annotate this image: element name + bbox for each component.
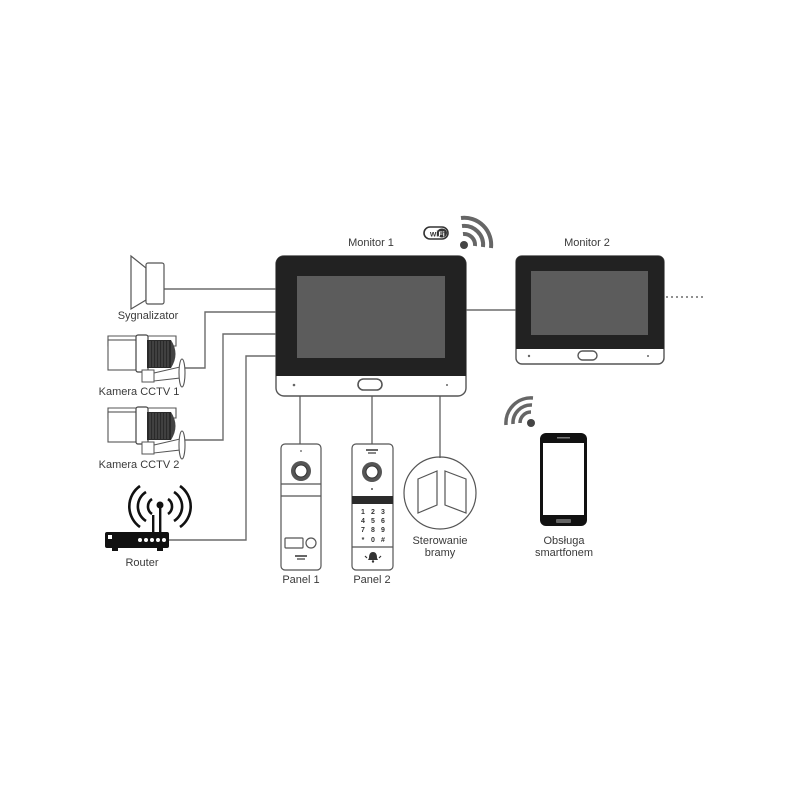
monitor1-home-button [357, 378, 383, 391]
svg-text:9: 9 [381, 527, 385, 534]
signaller-label: Sygnalizator [117, 310, 179, 322]
gate-label-line1: Sterowanie [412, 535, 468, 547]
wifi-signal-icon [460, 215, 494, 249]
svg-text:wi: wi [429, 230, 438, 239]
svg-text:1: 1 [361, 509, 365, 516]
svg-text:3: 3 [381, 509, 385, 516]
wire-camera2-monitor1 [185, 333, 276, 441]
panel2-device [351, 443, 394, 571]
svg-text:8: 8 [371, 527, 375, 534]
camera1-icon [107, 334, 186, 388]
router-label: Router [125, 557, 159, 569]
panel1-label: Panel 1 [282, 574, 320, 586]
svg-text:*: * [362, 537, 365, 544]
gate-control-icon [403, 456, 477, 530]
panel2-bell-icon [364, 552, 382, 563]
wifi-logo-icon: wi Fi [423, 226, 449, 240]
smartphone-icon [540, 433, 587, 526]
monitor2-device [515, 255, 665, 365]
svg-text:0: 0 [371, 537, 375, 544]
smartphone-label-line1: Obsługa [543, 535, 585, 547]
camera2-label: Kamera CCTV 2 [98, 459, 180, 471]
monitor1-label: Monitor 1 [348, 237, 394, 249]
panel2-keypad: 1 2 3 4 5 6 7 8 9 * 0 # [361, 509, 385, 544]
wire-camera1-monitor1 [185, 311, 276, 369]
camera2-icon [107, 406, 186, 460]
svg-text:Fi: Fi [439, 232, 445, 239]
svg-text:6: 6 [381, 518, 385, 525]
panel1-device [280, 443, 322, 571]
gate-label-line2: bramy [424, 547, 456, 559]
wire-router-monitor1 [168, 355, 276, 541]
smartphone-label-line2: smartfonem [534, 547, 594, 559]
panel2-label: Panel 2 [353, 574, 391, 586]
smartphone-wifi-icon [504, 396, 535, 427]
monitor1-device [275, 255, 467, 397]
svg-text:#: # [381, 537, 385, 544]
router-icon [105, 484, 192, 551]
signaller-icon [130, 254, 165, 311]
monitor2-home-button [577, 350, 598, 361]
svg-text:7: 7 [361, 527, 365, 534]
monitor2-label: Monitor 2 [564, 237, 610, 249]
svg-text:4: 4 [361, 518, 365, 525]
svg-text:2: 2 [371, 509, 375, 516]
wires [164, 288, 704, 541]
camera1-label: Kamera CCTV 1 [98, 386, 180, 398]
svg-text:5: 5 [371, 518, 375, 525]
